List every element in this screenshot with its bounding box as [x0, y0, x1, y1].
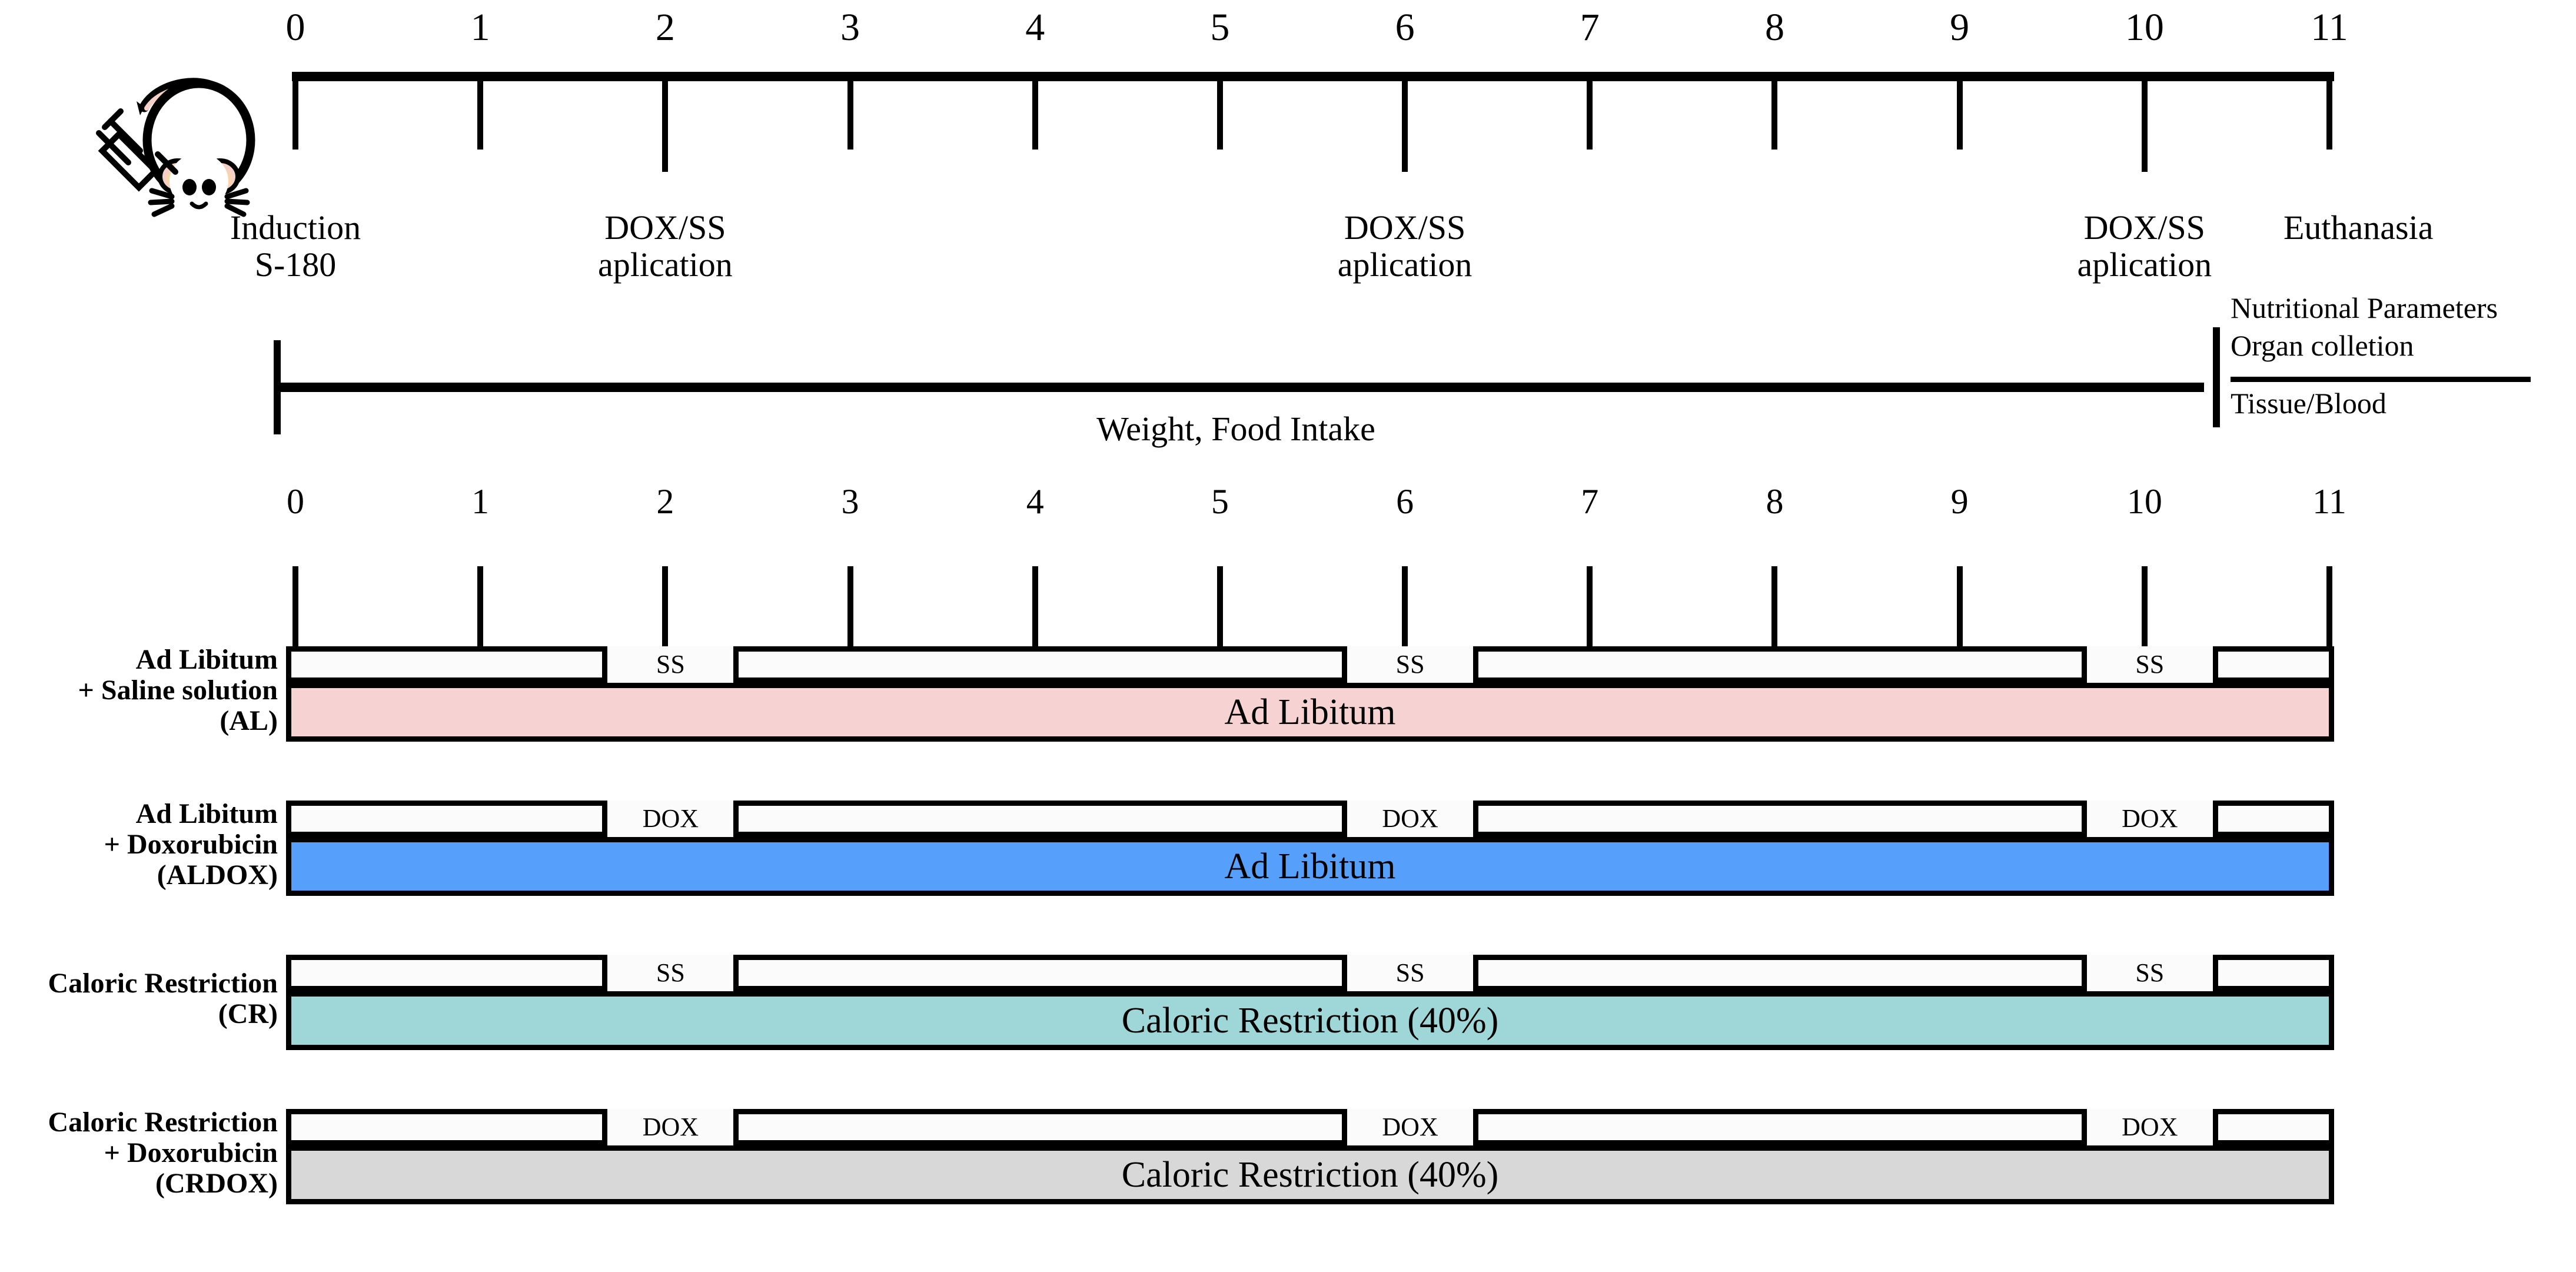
top-axis-tick-label-3: 3	[840, 6, 860, 49]
top-axis-rule	[292, 72, 2334, 81]
lower-axis-tick-9	[1956, 566, 1963, 647]
top-event-caption-2: DOX/SS aplication	[1337, 208, 1473, 284]
lower-axis-tick-label-4: 4	[1026, 482, 1044, 521]
lower-axis-tick-label-11: 11	[2312, 482, 2346, 521]
group-label-aldox: Ad Libitum + Doxorubicin (ALDOX)	[104, 798, 278, 891]
endpoint-note-nutritional-parameters: Nutritional Parameters	[2231, 291, 2498, 324]
top-axis-tick-label-11: 11	[2311, 6, 2348, 49]
treatment-strip-cr: SS SS SS	[286, 955, 2334, 991]
top-axis-tick-10	[2141, 78, 2148, 172]
top-axis-tick-label-10: 10	[2125, 6, 2164, 49]
top-axis-tick-3	[847, 78, 853, 150]
top-axis-tick-label-6: 6	[1395, 6, 1415, 49]
lower-axis-tick-7	[1587, 566, 1593, 647]
treatment-strip-aldox: DOX DOX DOX	[286, 801, 2334, 837]
treatment-cell-al-day6: SS	[1342, 646, 1479, 683]
diet-band-label-al: Ad Libitum	[1224, 692, 1396, 732]
treatment-cell-al-day2: SS	[602, 646, 739, 683]
group-label-crdox: Caloric Restriction + Doxorubicin (CRDOX…	[48, 1107, 278, 1199]
top-event-caption-3: DOX/SS aplication	[2077, 208, 2212, 284]
diet-band-aldox: Ad Libitum	[286, 837, 2334, 896]
treatment-cell-aldox-day6: DOX	[1342, 801, 1479, 837]
treatment-cell-crdox-day6: DOX	[1342, 1109, 1479, 1145]
lower-axis-tick-5	[1216, 566, 1223, 647]
top-axis-tick-7	[1587, 78, 1593, 150]
treatment-cell-crdox-day10: DOX	[2081, 1109, 2218, 1145]
endpoint-note-divider	[2231, 377, 2531, 382]
top-axis-tick-label-1: 1	[470, 6, 490, 49]
top-axis-tick-2	[662, 78, 669, 172]
top-event-caption-4: Euthanasia	[2284, 208, 2434, 247]
lower-axis-tick-6	[1402, 566, 1408, 647]
lower-axis-tick-10	[2141, 566, 2148, 647]
lower-axis-tick-1	[477, 566, 484, 647]
diet-band-al: Ad Libitum	[286, 683, 2334, 742]
group-label-cr: Caloric Restriction (CR)	[48, 968, 278, 1029]
lower-axis-tick-label-7: 7	[1581, 482, 1599, 521]
top-axis-tick-label-9: 9	[1950, 6, 1970, 49]
treatment-cell-cr-day2: SS	[602, 955, 739, 991]
lower-axis-tick-0	[292, 566, 298, 647]
top-axis-tick-label-4: 4	[1025, 6, 1045, 49]
diet-band-crdox: Caloric Restriction (40%)	[286, 1145, 2334, 1204]
lower-axis-tick-label-3: 3	[841, 482, 859, 521]
monitoring-bracket-rule	[274, 383, 2204, 392]
top-axis-tick-5	[1216, 78, 1223, 150]
treatment-cell-aldox-day2: DOX	[602, 801, 739, 837]
top-event-caption-1: DOX/SS aplication	[598, 208, 733, 284]
diet-band-label-cr: Caloric Restriction (40%)	[1121, 1001, 1499, 1041]
top-axis-tick-label-0: 0	[285, 6, 305, 49]
top-axis-tick-label-2: 2	[655, 6, 675, 49]
diet-band-cr: Caloric Restriction (40%)	[286, 991, 2334, 1050]
lower-axis-tick-label-8: 8	[1766, 482, 1784, 521]
endpoint-note-tissue-blood: Tissue/Blood	[2231, 387, 2386, 420]
treatment-cell-crdox-day2: DOX	[602, 1109, 739, 1145]
treatment-cell-cr-day6: SS	[1342, 955, 1479, 991]
group-label-al: Ad Libitum + Saline solution (AL)	[78, 644, 278, 736]
lower-axis-tick-label-9: 9	[1950, 482, 1969, 521]
top-event-caption-0: Induction S-180	[230, 208, 361, 284]
top-axis-tick-1	[477, 78, 484, 150]
treatment-cell-cr-day10: SS	[2081, 955, 2218, 991]
lower-axis-tick-2	[662, 566, 669, 647]
treatment-cell-aldox-day10: DOX	[2081, 801, 2218, 837]
top-axis-tick-label-8: 8	[1764, 6, 1784, 49]
top-axis-tick-6	[1402, 78, 1408, 172]
lower-axis-tick-label-10: 10	[2126, 482, 2162, 521]
treatment-strip-al: SS SS SS	[286, 646, 2334, 683]
endpoint-vertical-cap	[2213, 327, 2220, 427]
top-axis-tick-label-7: 7	[1580, 6, 1600, 49]
top-axis-tick-0	[292, 78, 298, 150]
lower-axis-tick-label-5: 5	[1211, 482, 1229, 521]
lower-axis-tick-4	[1032, 566, 1038, 647]
top-axis-tick-4	[1032, 78, 1038, 150]
lower-axis-tick-label-2: 2	[656, 482, 674, 521]
treatment-strip-crdox: DOX DOX DOX	[286, 1109, 2334, 1145]
lower-axis-tick-label-0: 0	[287, 482, 304, 521]
lower-axis-tick-label-6: 6	[1396, 482, 1414, 521]
top-axis-tick-label-5: 5	[1210, 6, 1230, 49]
lower-axis-tick-11	[2326, 566, 2332, 647]
top-axis-tick-8	[1771, 78, 1778, 150]
lower-axis-tick-8	[1771, 566, 1778, 647]
lower-axis-tick-label-1: 1	[471, 482, 490, 521]
mouse-with-syringe-icon	[96, 78, 255, 217]
diet-band-label-aldox: Ad Libitum	[1224, 846, 1396, 886]
lower-axis-tick-3	[847, 566, 853, 647]
diet-band-label-crdox: Caloric Restriction (40%)	[1121, 1155, 1499, 1195]
monitoring-bracket-left-cap	[274, 340, 281, 434]
endpoint-note-organ-collection: Organ colletion	[2231, 329, 2414, 362]
top-axis-tick-9	[1956, 78, 1963, 150]
treatment-cell-al-day10: SS	[2081, 646, 2218, 683]
monitoring-bracket-label: Weight, Food Intake	[1096, 410, 1375, 448]
top-axis-tick-11	[2326, 78, 2332, 150]
